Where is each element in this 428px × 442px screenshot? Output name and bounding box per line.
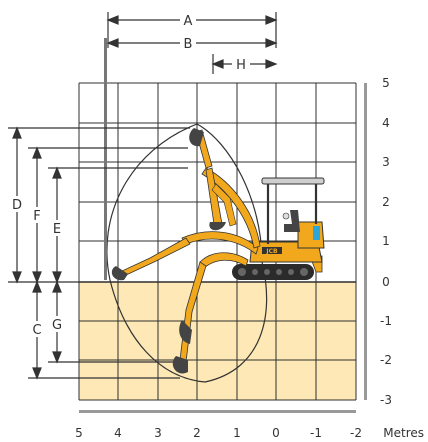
y-tick: -3 <box>380 393 392 407</box>
bucket-high-down <box>209 222 226 231</box>
canopy-roof <box>261 177 325 185</box>
bucket-deep-mid <box>179 320 192 344</box>
y-tick: -1 <box>380 314 392 328</box>
operator-seat <box>284 210 300 232</box>
dimension-label-e: E <box>53 222 61 237</box>
track <box>232 264 314 280</box>
y-tick: 2 <box>382 195 390 209</box>
dimension-label-c: C <box>32 323 41 338</box>
dimension-label-f: F <box>33 209 40 224</box>
top-dimensions <box>106 12 278 74</box>
x-tick: -2 <box>350 426 362 440</box>
label-bg-d <box>9 196 25 212</box>
bucket-high-up <box>189 128 204 147</box>
label-bg-e <box>49 220 65 236</box>
x-axis-unit-label: Metres <box>383 426 424 440</box>
y-axis-ticks: 5 4 3 2 1 0 -1 -2 -3 <box>380 76 392 407</box>
dipper-low <box>119 237 191 277</box>
y-scale-bar <box>364 83 367 400</box>
x-axis-ticks: 5 4 3 2 1 0 -1 -2 Metres <box>75 426 424 440</box>
brand-plate <box>262 247 282 254</box>
x-tick: 2 <box>193 426 201 440</box>
x-tick: 5 <box>75 426 83 440</box>
control-lever <box>282 212 290 220</box>
light-panel <box>313 226 320 240</box>
dimension-label-a: A <box>184 14 193 29</box>
bucket-deep <box>172 356 188 374</box>
dimension-label-h: H <box>236 58 246 73</box>
label-bg-h <box>232 56 250 72</box>
y-tick: 5 <box>382 76 390 90</box>
x-tick: 3 <box>154 426 162 440</box>
label-bg-b <box>180 35 196 51</box>
x-tick: 0 <box>272 426 280 440</box>
label-bg-c <box>29 321 45 337</box>
dimension-label-d: D <box>12 198 22 213</box>
track-rollers <box>238 268 308 276</box>
x-tick: 4 <box>114 426 122 440</box>
boom-low <box>181 231 259 255</box>
x-tick: -1 <box>310 426 322 440</box>
y-tick: 3 <box>382 155 390 169</box>
reference-bar-left <box>104 38 107 280</box>
engine-cover <box>297 221 325 249</box>
label-bg-g <box>49 316 65 332</box>
y-tick: 1 <box>382 234 390 248</box>
brand-logo: JCB <box>265 248 278 255</box>
dimension-label-g: G <box>52 318 62 333</box>
x-tick: 1 <box>233 426 241 440</box>
label-bg-f <box>29 207 45 223</box>
y-tick: 0 <box>382 275 390 289</box>
boom-cylinder-high <box>211 183 237 227</box>
x-scale-bar <box>79 410 356 413</box>
ground-area <box>79 282 356 400</box>
excavator: JCB <box>111 128 325 374</box>
y-tick: -2 <box>380 353 392 367</box>
y-tick: 4 <box>382 116 390 130</box>
bucket-low <box>111 266 128 281</box>
label-bg-a <box>180 12 196 28</box>
dimension-label-b: B <box>184 37 193 52</box>
